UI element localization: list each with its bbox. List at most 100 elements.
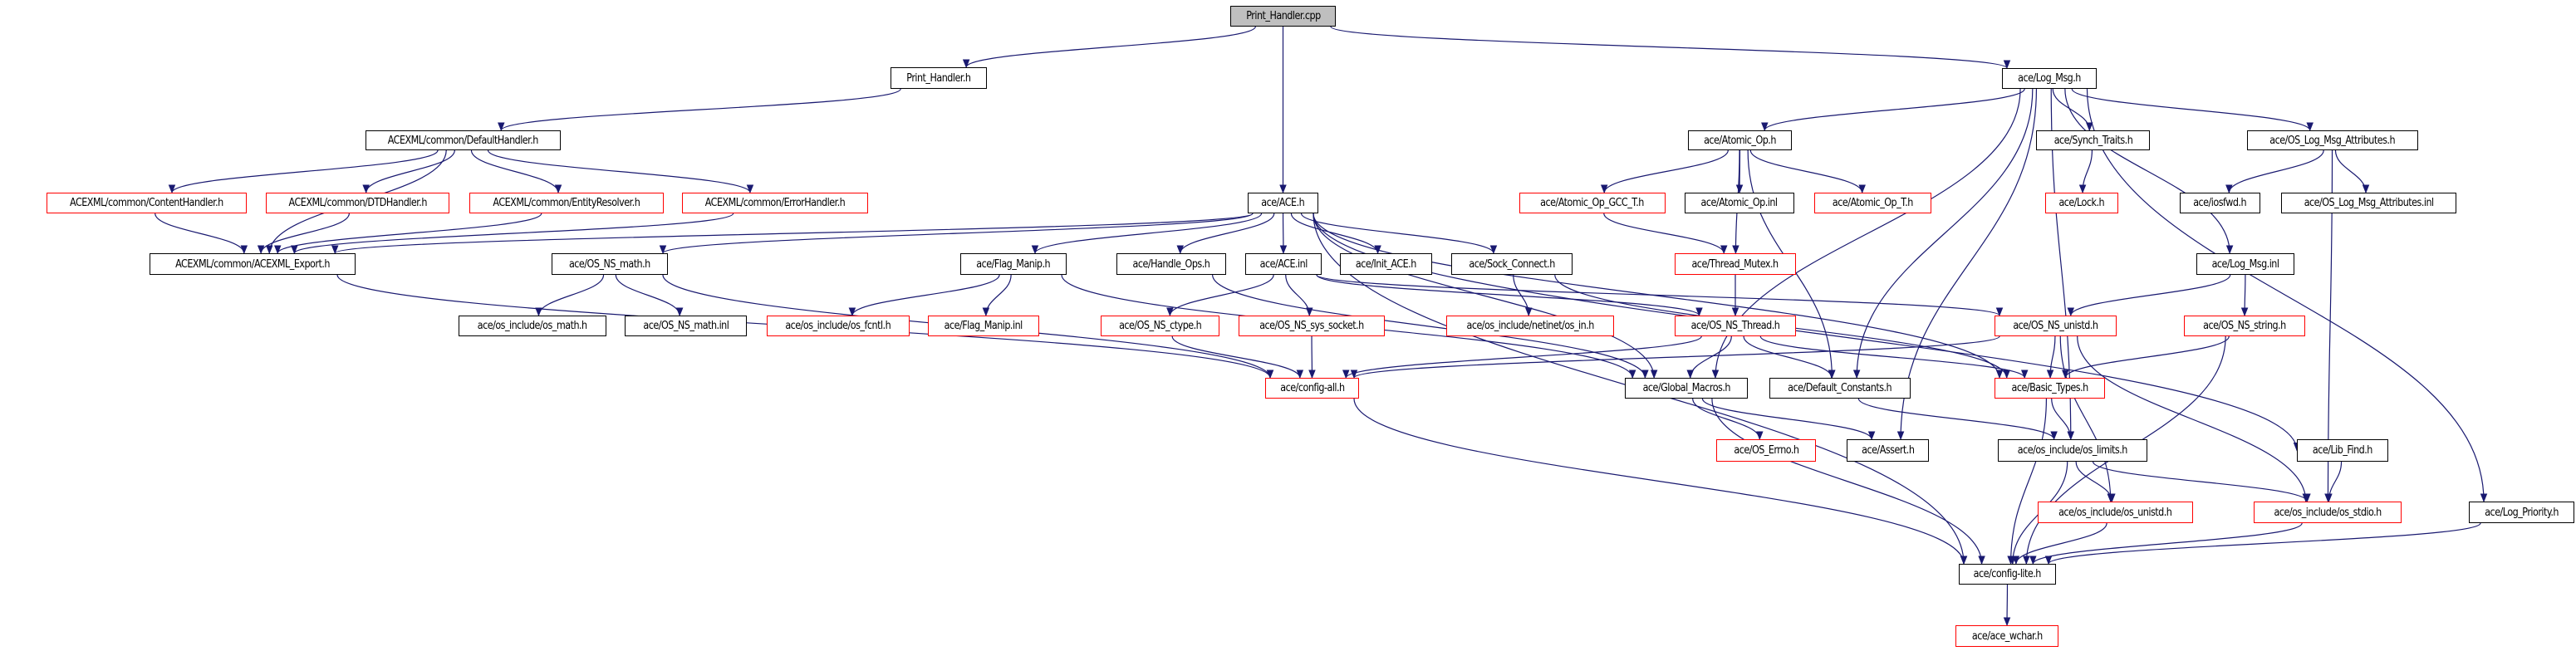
node-os-ns-sys-socket[interactable]: ace/OS_NS_sys_socket.h: [1239, 316, 1385, 336]
node-label: ace/Atomic_Op_GCC_T.h: [1540, 197, 1645, 209]
node-iosfwd[interactable]: ace/iosfwd.h: [2180, 193, 2260, 213]
node-basic-types[interactable]: ace/Basic_Types.h: [1995, 378, 2105, 399]
edge-error-handler-to-acexml-export: [291, 213, 734, 255]
node-label: ACEXML/common/ContentHandler.h: [70, 197, 223, 209]
node-os-ns-math-h[interactable]: ace/OS_NS_math.h: [552, 253, 668, 275]
edge-os-limits-to-os-unistd: [2075, 461, 2116, 503]
edge-os-ns-thread-to-basic-types: [1759, 335, 2029, 379]
node-os-math[interactable]: ace/os_include/os_math.h: [459, 316, 606, 336]
node-acexml-export[interactable]: ACEXML/common/ACEXML_Export.h: [150, 253, 356, 275]
node-label: ace/Flag_Manip.h: [976, 257, 1051, 271]
edge-os-ns-unistd-to-basic-types: [2046, 335, 2056, 379]
edge-root-to-log-msg-h: [1330, 26, 2010, 70]
edge-log-msg-h-to-synch-traits: [2052, 88, 2093, 132]
node-os-unistd[interactable]: ace/os_include/os_unistd.h: [2038, 502, 2193, 523]
node-label: ACEXML/common/DTDHandler.h: [288, 197, 427, 209]
node-assert-h[interactable]: ace/Assert.h: [1847, 439, 1929, 462]
node-synch-traits[interactable]: ace/Synch_Traits.h: [2036, 130, 2150, 150]
node-thread-mutex[interactable]: ace/Thread_Mutex.h: [1675, 253, 1796, 275]
node-atomic-op-t[interactable]: ace/Atomic_Op_T.h: [1814, 193, 1931, 213]
node-os-in[interactable]: ace/os_include/netinet/os_in.h: [1446, 316, 1614, 336]
node-atomic-op-h[interactable]: ace/Atomic_Op.h: [1688, 130, 1792, 150]
edge-os-ns-math-h-to-os-ns-math-inl: [615, 274, 684, 317]
node-handle-ops[interactable]: ace/Handle_Ops.h: [1116, 253, 1226, 275]
edge-os-ns-unistd-to-os-stdio: [2077, 335, 2310, 503]
node-flag-manip-inl[interactable]: ace/Flag_Manip.inl: [928, 316, 1039, 336]
node-os-fcntl[interactable]: ace/os_include/os_fcntl.h: [767, 316, 910, 336]
node-config-lite[interactable]: ace/config-lite.h: [1959, 564, 2056, 585]
node-os-log-msg-attr-inl[interactable]: ace/OS_Log_Msg_Attributes.inl: [2281, 193, 2456, 213]
node-label: ACEXML/common/DefaultHandler.h: [387, 134, 539, 147]
node-label: ace/Atomic_Op.h: [1704, 134, 1776, 147]
edge-atomic-op-h-to-atomic-op-t: [1749, 149, 1866, 194]
node-label: ace/config-all.h: [1279, 382, 1345, 394]
node-content-handler[interactable]: ACEXML/common/ContentHandler.h: [47, 193, 247, 213]
edge-basic-types-to-config-lite: [2007, 398, 2048, 565]
node-atomic-op-gcc[interactable]: ace/Atomic_Op_GCC_T.h: [1519, 193, 1666, 213]
node-label: ACEXML/common/ErrorHandler.h: [704, 197, 846, 209]
root-node: Print_Handler.cpp: [1230, 6, 1336, 27]
node-os-limits[interactable]: ace/os_include/os_limits.h: [1998, 439, 2147, 462]
node-label: ace/Thread_Mutex.h: [1691, 257, 1779, 271]
edge-lib-find-to-os-stdio: [2325, 461, 2343, 503]
edge-ace-inl-to-os-ns-thread: [1316, 274, 1703, 317]
edge-os-ns-ctype-to-config-all: [1171, 335, 1304, 379]
edge-ace-h-to-flag-manip-h: [1031, 213, 1263, 255]
node-lock-h[interactable]: ace/Lock.h: [2045, 193, 2118, 213]
node-os-stdio[interactable]: ace/os_include/os_stdio.h: [2254, 502, 2402, 523]
node-label: ace/OS_NS_Thread.h: [1690, 320, 1780, 332]
node-os-ns-string[interactable]: ace/OS_NS_string.h: [2184, 316, 2305, 336]
node-os-ns-thread[interactable]: ace/OS_NS_Thread.h: [1675, 316, 1796, 336]
node-sock-connect[interactable]: ace/Sock_Connect.h: [1451, 253, 1573, 275]
node-ace-inl[interactable]: ace/ACE.inl: [1245, 253, 1322, 275]
node-os-ns-unistd[interactable]: ace/OS_NS_unistd.h: [1995, 316, 2117, 336]
node-lib-find[interactable]: ace/Lib_Find.h: [2297, 439, 2388, 462]
node-label: ace/ACE.inl: [1259, 257, 1308, 271]
node-label: ace/OS_Log_Msg_Attributes.inl: [2304, 197, 2434, 209]
node-label: ace/Flag_Manip.inl: [944, 320, 1023, 332]
edge-ace-inl-to-os-ns-unistd: [1316, 274, 2003, 317]
node-ace-h[interactable]: ace/ACE.h: [1248, 193, 1318, 213]
edge-os-ns-string-to-basic-types: [2062, 335, 2230, 379]
node-label: Print_Handler.cpp: [1245, 10, 1321, 22]
node-os-log-msg-attr-h[interactable]: ace/OS_Log_Msg_Attributes.h: [2247, 130, 2418, 150]
node-global-macros[interactable]: ace/Global_Macros.h: [1625, 378, 1748, 399]
edge-default-handler-to-dtd-handler: [362, 149, 455, 194]
node-os-ns-ctype[interactable]: ace/OS_NS_ctype.h: [1101, 316, 1219, 336]
edge-os-log-msg-attr-h-to-iosfwd: [2225, 149, 2324, 194]
node-init-ace[interactable]: ace/Init_ACE.h: [1340, 253, 1432, 275]
node-entity-resolver[interactable]: ACEXML/common/EntityResolver.h: [469, 193, 664, 213]
edge-sock-connect-to-os-in: [1513, 274, 1533, 317]
node-dtd-handler[interactable]: ACEXML/common/DTDHandler.h: [266, 193, 449, 213]
node-atomic-op-inl[interactable]: ace/Atomic_Op.inl: [1685, 193, 1794, 213]
node-default-constants[interactable]: ace/Default_Constants.h: [1769, 378, 1911, 399]
node-os-errno[interactable]: ace/OS_Errno.h: [1716, 439, 1816, 462]
node-log-msg-h[interactable]: ace/Log_Msg.h: [2002, 68, 2097, 89]
edge-global-macros-to-config-lite: [1711, 398, 1985, 565]
node-label: ACEXML/common/ACEXML_Export.h: [175, 257, 330, 271]
node-ace-wchar[interactable]: ace/ace_wchar.h: [1955, 625, 2058, 647]
edge-os-ns-thread-to-global-macros: [1686, 335, 1732, 379]
node-log-msg-inl[interactable]: ace/Log_Msg.inl: [2196, 253, 2294, 275]
node-default-handler[interactable]: ACEXML/common/DefaultHandler.h: [366, 130, 561, 150]
node-label: ace/os_include/netinet/os_in.h: [1466, 320, 1594, 332]
edge-os-log-msg-attr-h-to-os-log-msg-attr-inl: [2334, 149, 2370, 194]
node-print-handler-h[interactable]: Print_Handler.h: [891, 67, 987, 89]
node-error-handler[interactable]: ACEXML/common/ErrorHandler.h: [682, 193, 868, 213]
node-label: ace/os_include/os_stdio.h: [2274, 506, 2382, 519]
node-label: ace/os_include/os_fcntl.h: [785, 320, 891, 332]
node-label: ace/Assert.h: [1861, 444, 1915, 457]
node-config-all[interactable]: ace/config-all.h: [1265, 378, 1359, 399]
node-label: ace/Log_Msg.h: [2018, 72, 2081, 85]
edge-os-ns-thread-to-config-all: [1342, 335, 1702, 379]
edge-ace-h-to-os-ns-math-h: [660, 213, 1254, 255]
node-flag-manip-h[interactable]: ace/Flag_Manip.h: [960, 253, 1067, 275]
edge-os-unistd-to-config-lite: [2012, 522, 2107, 565]
node-label: ace/Synch_Traits.h: [2053, 134, 2132, 147]
node-label: ace/Basic_Types.h: [2011, 382, 2088, 394]
node-os-ns-math-inl[interactable]: ace/OS_NS_math.inl: [625, 316, 747, 336]
node-log-priority[interactable]: ace/Log_Priority.h: [2469, 502, 2574, 523]
node-label: Print_Handler.h: [906, 71, 971, 85]
node-label: ACEXML/common/EntityResolver.h: [493, 197, 640, 209]
node-label: ace/Lock.h: [2058, 197, 2105, 209]
